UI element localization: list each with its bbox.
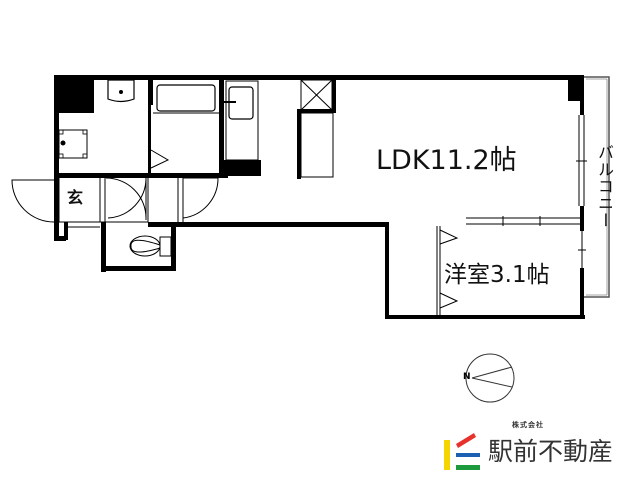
entrance-label: 玄	[67, 188, 84, 207]
western-room-label: 洋室3.1帖	[444, 262, 550, 288]
logo-mark-icon	[444, 433, 480, 470]
balcony-label: バルコニー	[595, 144, 614, 229]
ldk-room-label: LDK11.2帖	[376, 145, 517, 176]
company-logo: 株式会社 駅前不動産	[444, 418, 634, 473]
company-prefix: 株式会社	[512, 421, 544, 429]
compass-north-label: N	[463, 372, 471, 382]
company-name: 駅前不動産	[488, 437, 614, 466]
